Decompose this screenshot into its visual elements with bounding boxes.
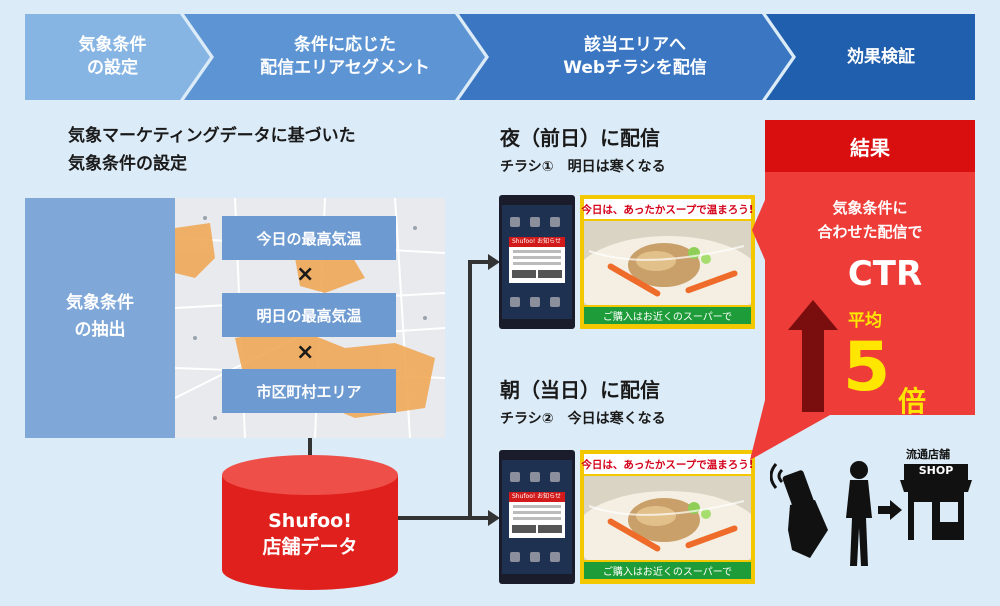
flyer-footer: ご購入はお近くのスーパーで <box>584 562 751 579</box>
flyer-headline: 今日は、あったかスープで温まろう! <box>581 199 754 219</box>
shopper-woman-icon <box>846 461 872 566</box>
flyer-ad: 今日は、あったかスープで温まろう! ご購入はお近くのスーパーで <box>580 450 755 584</box>
condition-1-label: 今日の最高気温 <box>256 229 362 248</box>
extraction-label-line2: の抽出 <box>74 320 126 340</box>
multiply-icon: × <box>296 262 315 287</box>
step-2-line2: 配信エリアセグメント <box>260 58 430 78</box>
soup-photo <box>584 221 751 305</box>
store-sign: SHOP <box>918 464 954 477</box>
result-unit: 倍 <box>898 385 927 418</box>
step-4-line1: 効果検証 <box>847 46 915 67</box>
extraction-label: 気象条件 の抽出 <box>25 290 175 344</box>
database-icon <box>222 455 398 590</box>
step-3-arrow <box>459 14 792 100</box>
arrow-right-icon <box>878 500 902 520</box>
notification-dialog: Shufoo! お知らせ <box>509 237 565 283</box>
up-arrow-icon <box>788 300 838 412</box>
condition-municipality-area: 市区町村エリア <box>222 369 396 413</box>
step-4-arrow <box>766 14 975 100</box>
multiply-icon: × <box>296 340 315 365</box>
database-line1: Shufoo! <box>268 510 352 532</box>
phone-mockup: Shufoo! お知らせ <box>499 450 575 584</box>
flyer-ad: 今日は、あったかスープで温まろう! ご購入はお近くのスーパーで <box>580 195 755 329</box>
step-3-line1: 該当エリアへ <box>583 35 686 56</box>
result-multiplier: 5 <box>843 328 891 407</box>
notification-dialog: Shufoo! お知らせ <box>509 492 565 538</box>
condition-today-max-temp: 今日の最高気温 <box>222 216 396 260</box>
step-2-arrow <box>184 14 485 100</box>
step-3-line2: Webチラシを配信 <box>563 58 707 78</box>
extraction-label-line1: 気象条件 <box>66 293 134 313</box>
result-title: 結果 <box>765 120 975 172</box>
arrow-head-icon <box>488 254 500 270</box>
lead-line1: 気象マーケティングデータに基づいた <box>68 126 356 146</box>
step-2: 条件に応じた配信エリアセグメント <box>210 14 480 100</box>
lead-line2: 気象条件の設定 <box>68 154 187 174</box>
store-icon <box>900 464 972 540</box>
database-line2: 店舗データ <box>262 536 358 558</box>
lead-text: 気象マーケティングデータに基づいた 気象条件の設定 <box>68 122 356 178</box>
delivery-1-title: 夜（前日）に配信 <box>500 126 660 150</box>
delivery-2-subtitle: チラシ② 今日は寒くなる <box>500 411 666 427</box>
condition-3-label: 市区町村エリア <box>256 382 362 401</box>
step-1: 気象条件の設定 <box>25 14 200 100</box>
step-1-line1: 気象条件 <box>78 35 147 56</box>
store-label: 流通店舗 <box>906 448 950 461</box>
notification-title: Shufoo! お知らせ <box>509 492 565 502</box>
result-average-label: 平均 <box>848 311 882 331</box>
arrow-head-icon <box>488 510 500 526</box>
flyer-headline: 今日は、あったかスープで温まろう! <box>581 454 754 474</box>
flyer-footer: ご購入はお近くのスーパーで <box>584 307 751 324</box>
result-line2: 合わせた配信で <box>817 223 923 241</box>
extraction-panel: 気象条件 の抽出 <box>25 198 175 438</box>
delivery-1-subtitle: チラシ① 明日は寒くなる <box>500 159 666 175</box>
database-label: Shufoo! 店舗データ <box>222 508 398 560</box>
delivery-2-title: 朝（当日）に配信 <box>500 378 660 402</box>
condition-2-label: 明日の最高気温 <box>256 306 362 325</box>
soup-photo <box>584 476 751 560</box>
step-1-arrow <box>25 14 210 100</box>
step-4: 効果検証 <box>796 14 966 100</box>
step-2-line1: 条件に応じた <box>293 35 396 56</box>
notification-title: Shufoo! お知らせ <box>509 237 565 247</box>
smartphone-hand-icon <box>770 463 828 558</box>
step-1-line2: の設定 <box>87 58 138 78</box>
condition-tomorrow-max-temp: 明日の最高気温 <box>222 293 396 337</box>
process-banner <box>25 14 975 100</box>
result-metric: CTR <box>847 254 923 294</box>
result-line1: 気象条件に <box>832 199 908 217</box>
phone-mockup: Shufoo! お知らせ <box>499 195 575 329</box>
result-description: 気象条件に 合わせた配信で <box>765 196 975 244</box>
